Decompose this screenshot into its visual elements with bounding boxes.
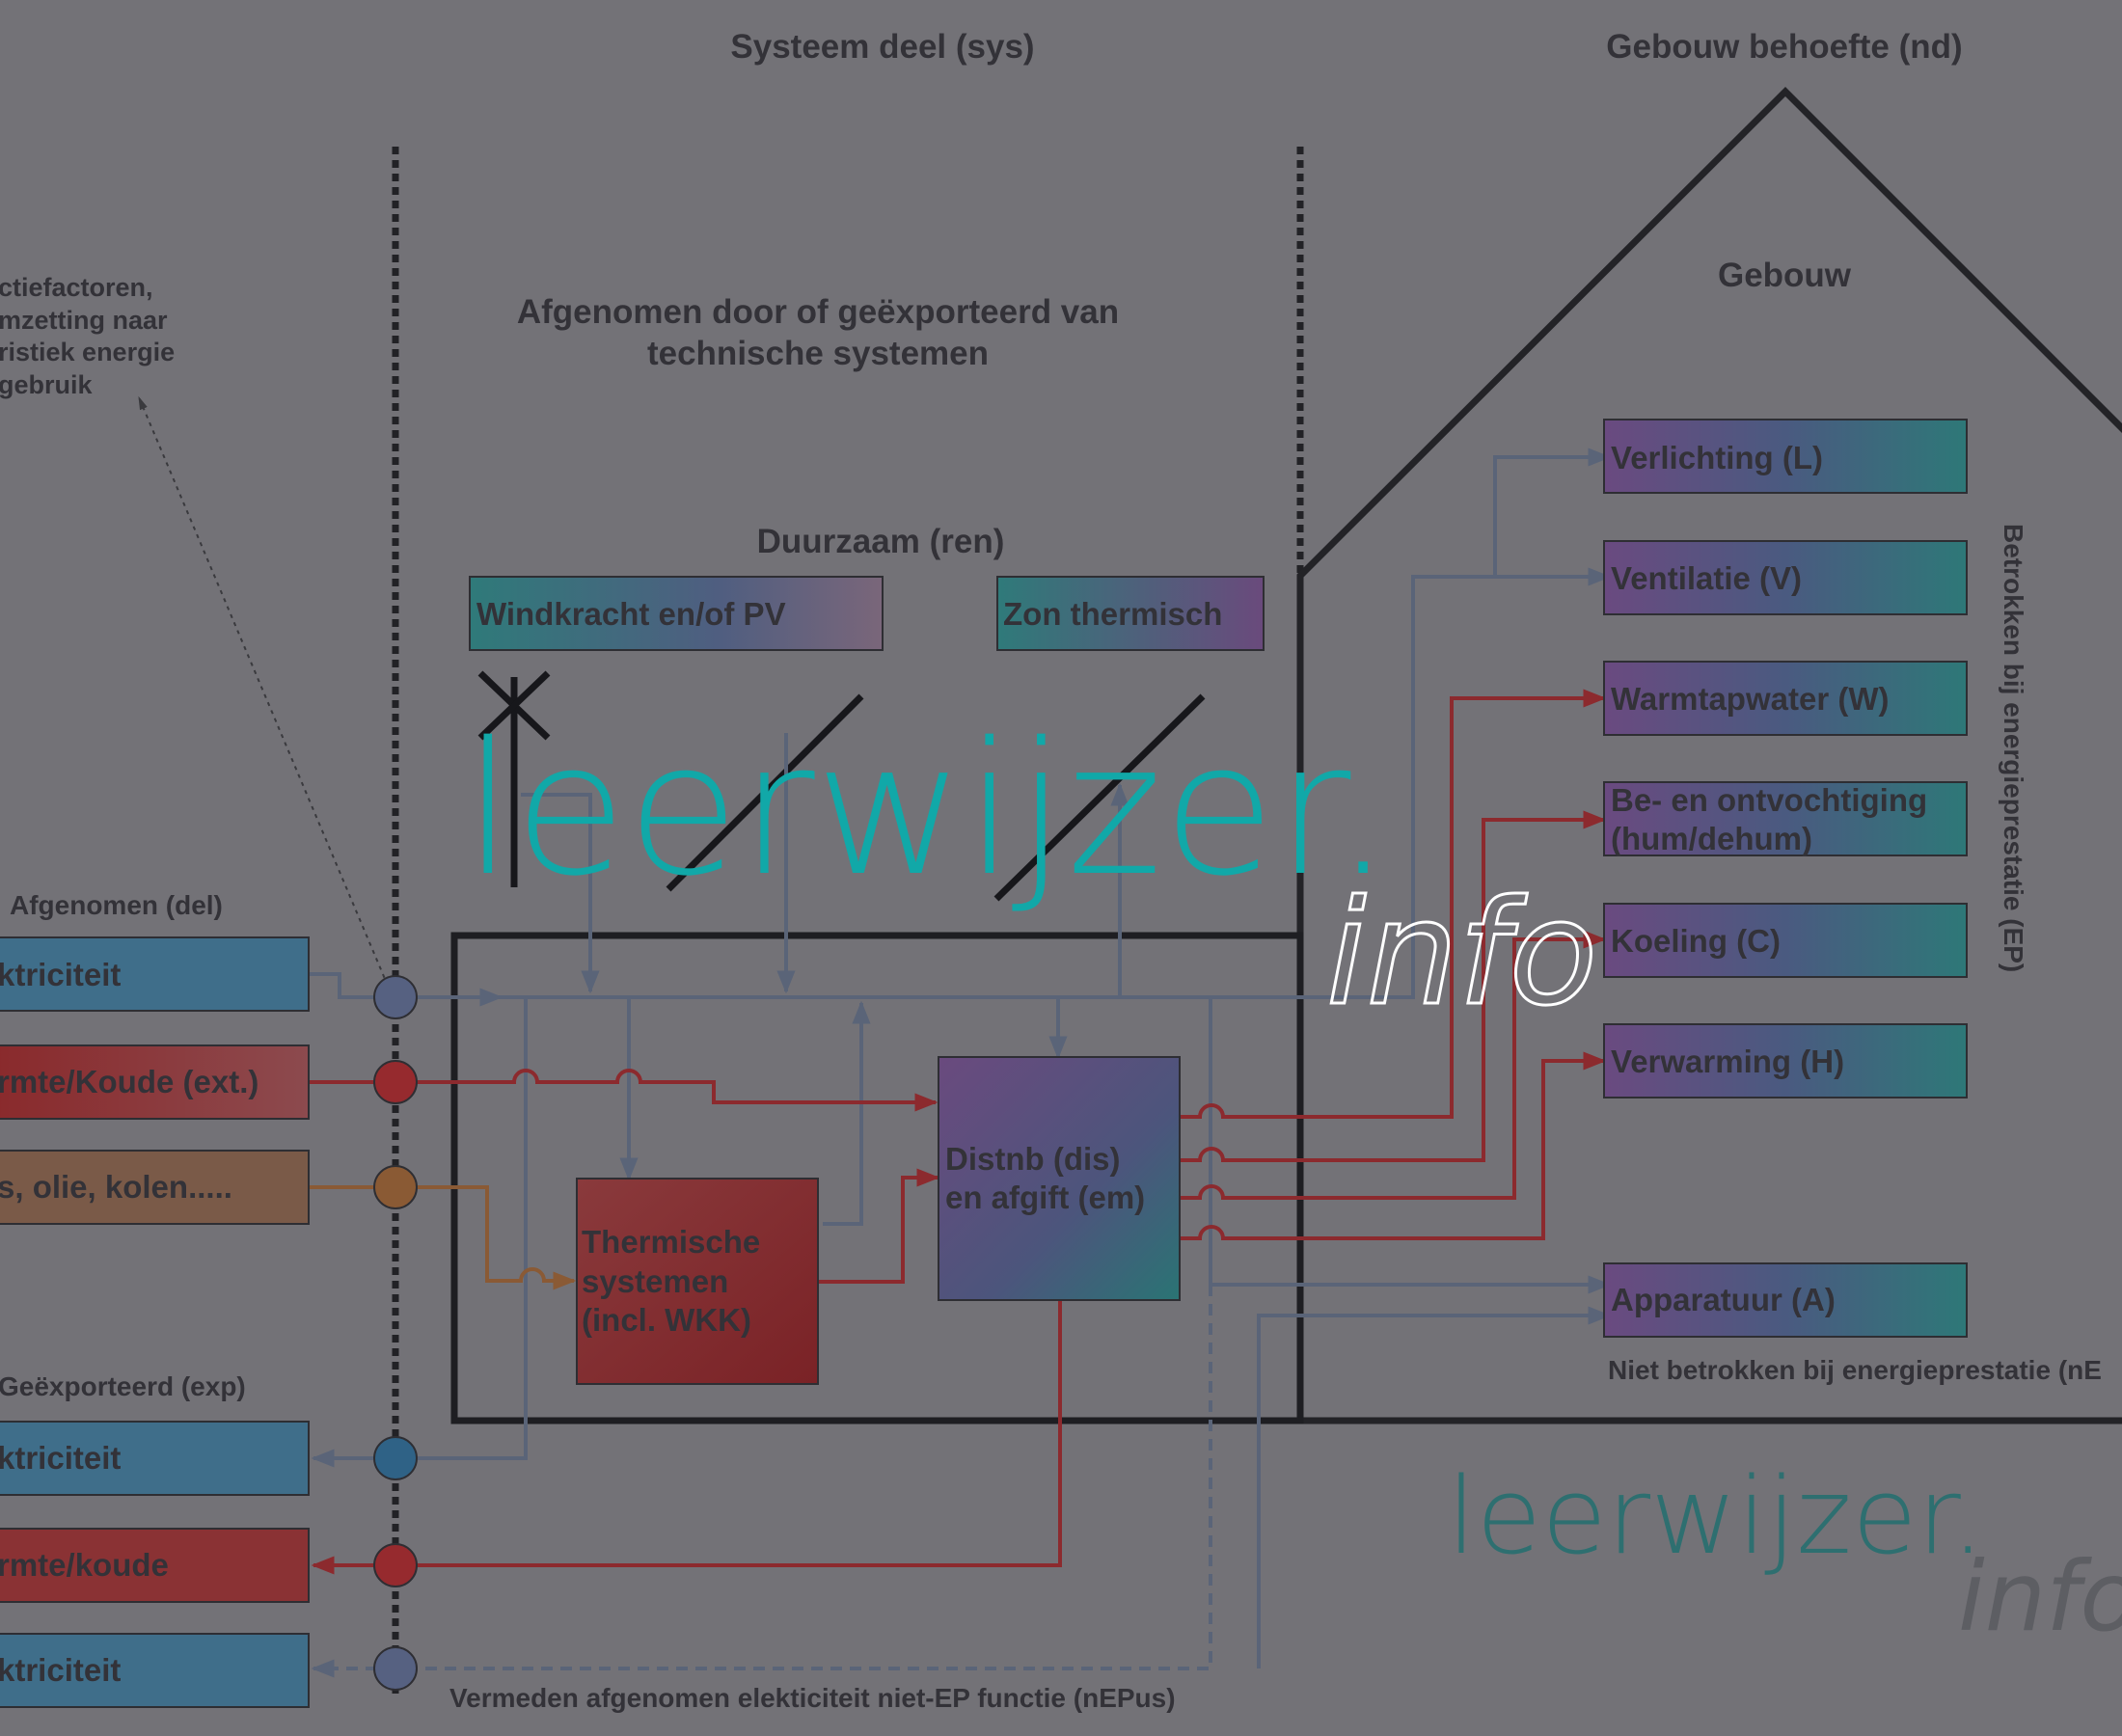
- building-needs-heading: Gebouw behoefte (nd): [1606, 28, 1962, 66]
- distribution-line: Distnb (dis): [945, 1141, 1120, 1177]
- conversion-note-line: gebruik: [0, 370, 94, 399]
- wind-pv-box: [469, 576, 884, 651]
- node-electricity-avoided: [373, 1646, 418, 1691]
- solar-thermal-label: Zon thermisch: [1003, 596, 1222, 632]
- fuel-flow: [309, 1185, 577, 1290]
- avoided-electricity-label: ktriciteit: [0, 1652, 121, 1688]
- watermark-main-bottom: leerwijzer.: [1447, 1454, 1985, 1578]
- use-box: [1603, 781, 1968, 856]
- junction-nodes: [373, 975, 418, 1691]
- system-heading: Systeem deel (sys): [730, 28, 1034, 66]
- delivered-electricity-label: ktriciteit: [0, 957, 121, 992]
- use-ventilatie: Ventilatie (V): [1603, 540, 1968, 615]
- note-pointer-line: [138, 395, 389, 987]
- use-label: Verwarming (H): [1611, 1044, 1844, 1079]
- exported-electricity-label: ktriciteit: [0, 1440, 121, 1476]
- conversion-note: ctiefactoren, mzetting naar ristiek ener…: [0, 273, 175, 399]
- node-heat-exported: [373, 1543, 418, 1587]
- use-koeling: Koeling (C): [1603, 903, 1968, 978]
- appliances-box: [1603, 1262, 1968, 1338]
- delivered-title: Afgenomen (del): [10, 890, 223, 920]
- use-label: Be- en ontvochtiging: [1611, 782, 1927, 818]
- use-label: Ventilatie (V): [1611, 560, 1802, 596]
- watermark-sub-bottom: info: [1958, 1540, 2122, 1653]
- technical-system-frame: [450, 932, 1304, 1424]
- delivered-fuel-box: [0, 1150, 310, 1225]
- avoided-label: Vermeden afgenomen elekticiteit niet-EP …: [449, 1683, 1176, 1713]
- building-label: Gebouw: [1718, 257, 1852, 294]
- use-label: Koeling (C): [1611, 923, 1781, 959]
- watermark-sub: info: [1326, 870, 1597, 1038]
- conversion-note-line: ctiefactoren,: [0, 273, 153, 302]
- delivered-heat-label: rmte/Koude (ext.): [0, 1064, 258, 1099]
- pv-panel-icon: [666, 693, 864, 892]
- thermal-systems-box: [576, 1178, 819, 1385]
- watermark-main: leerwijzer.: [463, 703, 1392, 916]
- exported-heat-label: rmte/koude: [0, 1547, 169, 1583]
- node-electricity-exported: [373, 1436, 418, 1480]
- use-bevochtiging: Be- en ontvochtiging (hum/dehum): [1603, 781, 1968, 856]
- avoided-electricity-box: [0, 1633, 310, 1708]
- exported-heat-box: [0, 1528, 310, 1603]
- use-apparatuur: Apparatuur (A): [1603, 1262, 1968, 1338]
- use-label: (hum/dehum): [1611, 821, 1812, 856]
- delivered-fuel-label: s, olie, kolen.....: [0, 1169, 232, 1205]
- use-verwarming: Verwarming (H): [1603, 1023, 1968, 1099]
- technical-heading-line2: technische systemen: [647, 335, 989, 372]
- solar-thermal-box: [996, 576, 1265, 651]
- electric-flows: [309, 448, 1612, 1678]
- technical-heading-line1: Afgenomen door of geëxporteerd van: [517, 293, 1119, 331]
- conversion-note-line: mzetting naar: [0, 306, 168, 335]
- use-label: Warmtapwater (W): [1611, 681, 1889, 717]
- wind-pv-label: Windkracht en/of PV: [476, 596, 786, 632]
- solar-thermal-icon: [993, 693, 1206, 902]
- delivered-electricity-box: [0, 936, 310, 1012]
- renewable-heading: Duurzaam (ren): [757, 523, 1005, 560]
- thermal-systems-line: systemen: [582, 1263, 728, 1299]
- node-electricity-delivered: [373, 975, 418, 1019]
- node-fuel-delivered: [373, 1165, 418, 1209]
- use-box: [1603, 903, 1968, 978]
- appliances-label: Apparatuur (A): [1611, 1282, 1836, 1317]
- non-ep-label: Niet betrokken bij energieprestatie (nE: [1608, 1355, 2102, 1385]
- thermal-systems-line: (incl. WKK): [582, 1302, 751, 1338]
- ep-side-label: Betrokken bij energieprestatie (EP): [1999, 524, 2028, 972]
- use-box: [1603, 661, 1968, 736]
- node-heat-delivered: [373, 1060, 418, 1104]
- heat-flows: [309, 689, 1607, 1575]
- thermal-systems-line: Thermische: [582, 1224, 760, 1260]
- use-label: Verlichting (L): [1611, 440, 1823, 475]
- use-verlichting: Verlichting (L): [1603, 419, 1968, 494]
- distribution-line: en afgift (em): [945, 1180, 1145, 1215]
- conversion-note-line: ristiek energie: [0, 338, 175, 366]
- exported-title: Geëxporteerd (exp): [0, 1371, 246, 1401]
- use-box: [1603, 1023, 1968, 1099]
- use-box: [1603, 419, 1968, 494]
- distribution-box: [938, 1056, 1181, 1301]
- use-warmtapwater: Warmtapwater (W): [1603, 661, 1968, 736]
- wind-turbine-icon: [477, 670, 551, 887]
- use-box: [1603, 540, 1968, 615]
- exported-electricity-box: [0, 1421, 310, 1496]
- delivered-heat-box: [0, 1044, 310, 1120]
